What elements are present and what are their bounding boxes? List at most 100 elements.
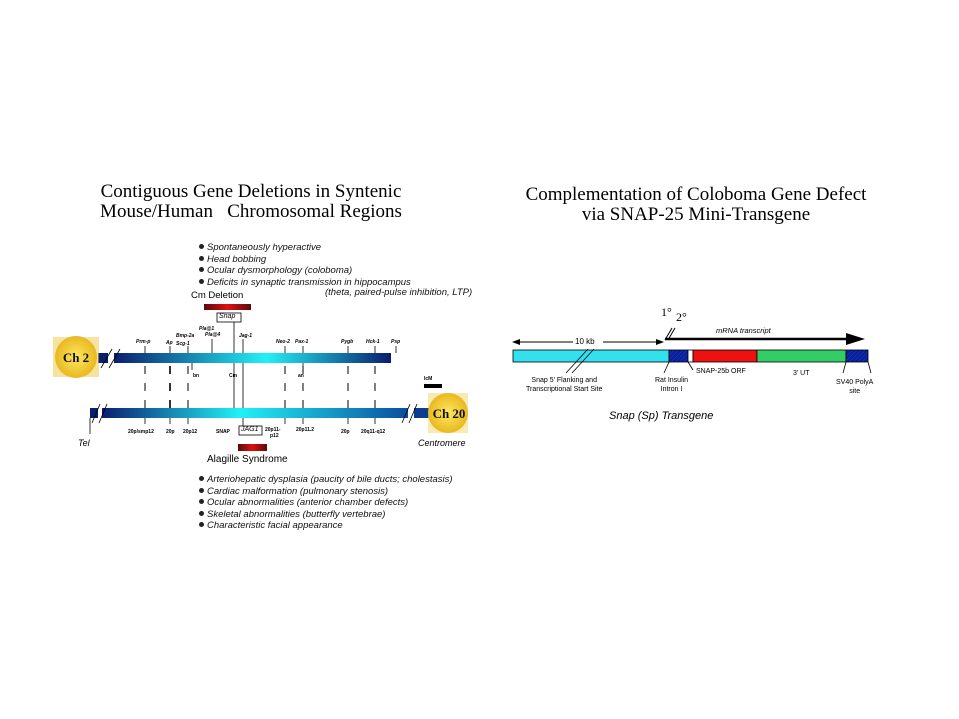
gene-label-pygb: Pygb	[341, 339, 354, 345]
transgene-diagram	[512, 327, 872, 374]
mutant-label-an: an	[298, 373, 304, 379]
left-title: Contiguous Gene Deletions in Syntenic Mo…	[56, 182, 446, 222]
gene-label-jag-1: Jag-1	[239, 333, 253, 339]
promoter-1-mark	[664, 327, 673, 341]
segment-spacer	[687, 349, 694, 363]
jag1-gene-label: JAG1	[241, 426, 259, 433]
chr2-break-icon	[100, 348, 113, 369]
orf-label: SNAP-25b ORF	[696, 368, 746, 375]
orf-pointer	[687, 361, 694, 371]
polya-pointer-left	[842, 361, 847, 374]
cm-deletion-label: Cm Deletion	[191, 290, 244, 301]
band-label: 20p	[341, 429, 350, 435]
flanking-break-icon	[571, 348, 595, 374]
flanking-break-icon	[565, 348, 589, 374]
bullet-icon	[199, 255, 204, 261]
right-title-line1: Complementation of Coloboma Gene Defect	[525, 184, 867, 205]
alagille-syndrome-label: Alagille Syndrome	[207, 454, 288, 465]
chr20-bottom-ticks	[144, 418, 376, 424]
synteny-dashed-lines	[144, 366, 376, 410]
polya-pointer-right	[867, 361, 872, 374]
chr2-badge	[53, 336, 99, 378]
chr2-break-icon	[108, 348, 121, 369]
chr2-centromere-stub	[98, 353, 108, 363]
band-label: 20p	[166, 429, 175, 435]
human-phenotype-item: Ocular abnormalities (anterior chamber d…	[199, 497, 453, 509]
gene-label-ap: Ap	[166, 340, 173, 346]
band-label: p12	[270, 433, 279, 439]
human-phenotype-item: Characteristic facial appearance	[199, 520, 453, 532]
mouse-phenotype-item: Deficits in synaptic transmission in hip…	[199, 277, 411, 289]
segment-sv40-polya	[845, 349, 869, 363]
bullet-icon	[199, 244, 204, 249]
promoter-2-mark	[667, 327, 676, 341]
gene-label-neo-2: Neo-2	[276, 339, 290, 345]
chr2-badge-label: Ch 2	[63, 350, 89, 365]
centromere-label: Centromere	[418, 438, 466, 448]
mutant-label-cm: Cm	[229, 373, 238, 379]
chr20-tel-stub	[90, 408, 98, 418]
mutant-label-bn: bn	[193, 373, 200, 379]
length-arrow-right-head	[656, 339, 664, 345]
mrna-arrow-head	[846, 333, 865, 345]
chr20-break-icon	[91, 403, 101, 424]
chr20-badge	[428, 393, 468, 433]
right-title: Complementation of Coloboma Gene Defect …	[490, 185, 902, 225]
length-label-bg	[573, 336, 603, 348]
mouse-phenotype-note: (theta, paired-pulse inhibition, LTP)	[325, 287, 473, 298]
gene-label-pax-1: Pax-1	[295, 339, 309, 345]
left-title-line2: Mouse/Human Chromosomal Regions	[100, 201, 402, 222]
human-phenotype-list: Arteriohepatic dysplasia (paucity of bil…	[199, 474, 453, 532]
bullet-icon	[199, 510, 204, 516]
band-label: 20p/smp12	[128, 429, 154, 435]
segment-rat-insulin-intron	[668, 349, 689, 363]
bullet-icon	[199, 476, 204, 481]
snap-gene-box	[216, 312, 242, 323]
band-label-snap: SNAP	[216, 429, 230, 435]
band-label: 20p12	[183, 429, 198, 435]
mouse-phenotype-item: Spontaneously hyperactive	[199, 242, 411, 254]
gene-label-prm-p: Prm-p	[136, 339, 151, 345]
length-arrow-left-head	[512, 339, 520, 345]
jag1-gene-box	[238, 425, 263, 436]
tel-label: Tel	[78, 438, 90, 448]
alagille-deletion-bar	[238, 444, 267, 451]
segment-3ut	[756, 349, 847, 363]
bullet-icon	[199, 267, 204, 272]
band-label: 20p11.2	[296, 427, 315, 433]
polya-label: SV40 PolyA site	[836, 379, 874, 395]
promoter-1-label: 1°	[661, 305, 672, 319]
chr2-bar	[114, 353, 391, 363]
bullet-icon	[199, 522, 204, 527]
intron-pointer	[663, 361, 670, 374]
left-title-line1: Contiguous Gene Deletions in Syntenic	[100, 181, 402, 202]
chr20-badge-label: Ch 20	[433, 406, 466, 421]
gene-label-pla-1: Pla@1	[199, 326, 215, 332]
gene-label-psp: Psp	[391, 339, 401, 345]
right-title-line2: via SNAP-25 Mini-Transgene	[581, 204, 811, 225]
chromosome-diagram: Ch 2 Ch 20	[53, 304, 468, 451]
human-phenotype-item: Skeletal abnormalities (butterfly verteb…	[199, 509, 453, 521]
human-phenotype-item: Cardiac malformation (pulmonary stenosis…	[199, 486, 453, 498]
snap-gene-label: Snap	[219, 313, 236, 320]
promoter-2-label: 2°	[676, 310, 687, 324]
human-phenotype-item: Arteriohepatic dysplasia (paucity of bil…	[199, 474, 453, 486]
mouse-phenotype-item: Head bobbing	[199, 254, 411, 266]
bullet-icon	[199, 278, 204, 284]
gene-label-hck-1: Hck-1	[366, 339, 380, 345]
3ut-label: 3' UT	[793, 370, 810, 377]
transgene-label: Snap (Sp) Transgene	[609, 410, 714, 422]
gene-label-scg-1: Scg-1	[176, 341, 190, 347]
chr20-break-icon	[401, 403, 411, 424]
mouse-phenotype-list: Spontaneously hyperactive Head bobbing O…	[199, 242, 411, 288]
chr20-break-icon	[98, 403, 108, 424]
gene-label-pla-4: Pla@4	[205, 332, 221, 338]
cm-deletion-bar	[204, 304, 251, 310]
length-label: 10 kb	[575, 337, 595, 346]
intron-label: Rat Insulin Intron I	[655, 377, 689, 393]
chr20-bar	[102, 408, 408, 418]
band-label: 20p11-	[265, 427, 281, 433]
bullet-icon	[199, 487, 204, 493]
mrna-transcript-label: mRNA transcript	[716, 326, 771, 335]
gene-label-bmp-2a: Bmp-2a	[176, 333, 195, 339]
